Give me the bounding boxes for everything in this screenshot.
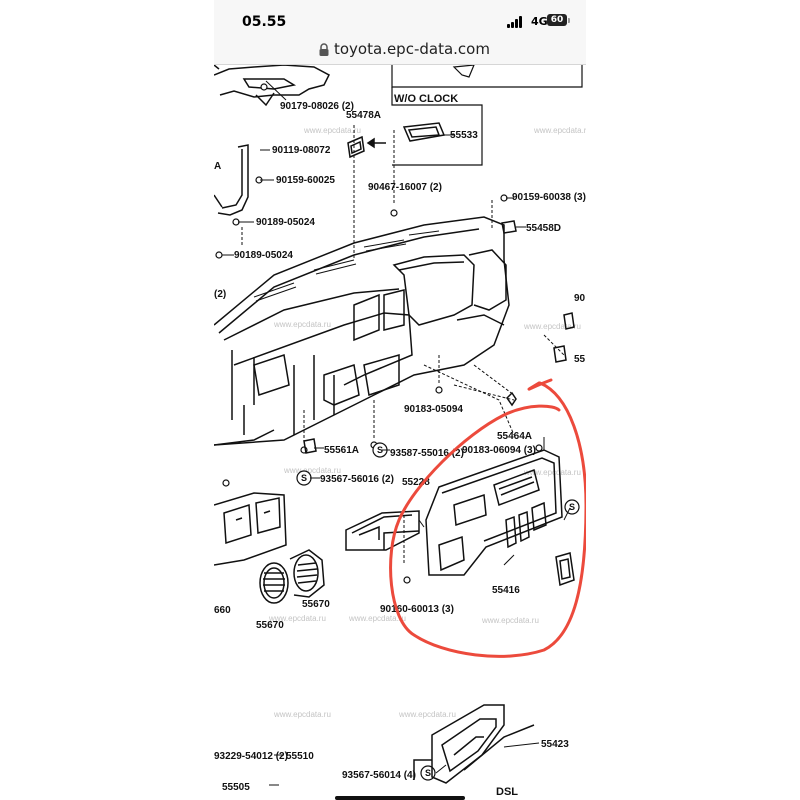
top-left-bracket <box>214 65 330 107</box>
part-label: 90159-60025 <box>276 175 335 186</box>
part-label: 93229-54012 (2) <box>214 751 288 762</box>
part-label: 90179-08026 (2) <box>280 101 354 112</box>
part-55561A-graphic <box>303 438 317 454</box>
part-label: 90119-08072 <box>272 145 331 156</box>
leader-lines <box>241 125 565 565</box>
part-label: 90 <box>574 293 586 304</box>
variant-label: W/O CLOCK <box>394 93 458 105</box>
part-55478A-graphic <box>347 135 386 159</box>
watermark: www.epcdata.ru <box>268 614 326 623</box>
part-label: 55 <box>574 354 586 365</box>
status-time: 05.55 <box>242 14 287 30</box>
status-bar: 05.55 4G 60 <box>214 0 586 36</box>
network-type: 4G <box>531 15 548 28</box>
part-labels: 90179-08026 (2) 55478A 55533 W/O CLOCK A… <box>214 93 586 798</box>
part-label: 55533 <box>450 130 478 141</box>
watermark: www.epcdata.ru <box>481 616 539 625</box>
left-switch-panel <box>214 492 287 566</box>
part-label: 90183-06094 (3) <box>462 445 536 456</box>
part-label: 90160-60013 (3) <box>380 604 454 615</box>
part-label: 55416 <box>492 585 520 596</box>
part-label: 55670 <box>302 599 330 610</box>
right-clips <box>553 312 575 363</box>
part-label: 55505 <box>222 782 250 793</box>
watermark: www.epcdata.ru <box>303 126 361 135</box>
fasteners <box>215 83 543 584</box>
watermark: www.epcdata.ru <box>523 322 581 331</box>
part-label: 55478A <box>346 110 381 121</box>
watermark: www.epcdata.ru <box>273 710 331 719</box>
battery-icon: 60 <box>547 14 567 26</box>
s-marker: S <box>425 768 431 778</box>
address-bar[interactable]: toyota.epc-data.com <box>214 36 586 65</box>
part-label: 660 <box>214 605 231 616</box>
callout-lines <box>222 80 571 786</box>
part-label: 93567-56016 (2) <box>320 474 394 485</box>
part-label: 55510 <box>286 751 314 762</box>
part-label: 55670 <box>256 620 284 631</box>
part-55458D-graphic <box>501 220 517 234</box>
part-55533-graphic <box>402 122 446 142</box>
part-label: 93587-55016 (2) <box>390 448 464 459</box>
parts-diagram: www.epcdata.ru www.epcdata.ru www.epcdat… <box>214 65 586 798</box>
s-markers: S S S S <box>296 442 580 781</box>
watermark: www.epcdata.ru <box>523 468 581 477</box>
watermark: www.epcdata.ru <box>273 320 331 329</box>
part-55423-graphic <box>413 704 535 784</box>
watermarks: www.epcdata.ru www.epcdata.ru www.epcdat… <box>268 126 586 719</box>
battery-tip <box>568 18 570 23</box>
signal-icon <box>507 16 527 28</box>
part-label: 90189-05024 <box>234 250 293 261</box>
part-label: 90159-60038 (3) <box>512 192 586 203</box>
s-marker: S <box>569 502 575 512</box>
dashboard-vents <box>253 230 440 302</box>
part-label: (2) <box>214 289 226 300</box>
watermark: www.epcdata.ru <box>348 614 406 623</box>
part-label: A <box>214 161 221 172</box>
part-55416-side-clip <box>555 552 575 587</box>
s-marker: S <box>377 445 383 455</box>
round-vents <box>259 549 325 604</box>
dsl-label: DSL <box>496 786 518 798</box>
s-marker: S <box>301 473 307 483</box>
part-label: 93567-56014 (4) <box>342 770 416 781</box>
watermark: www.epcdata.ru <box>283 466 341 475</box>
url-text[interactable]: toyota.epc-data.com <box>334 40 490 58</box>
red-circle-annotation <box>389 378 586 658</box>
part-55464A-graphic <box>506 391 517 407</box>
part-label: 55423 <box>541 739 569 750</box>
home-indicator[interactable] <box>335 796 465 800</box>
watermark: www.epcdata.ru <box>398 710 456 719</box>
part-label: 55561A <box>324 445 359 456</box>
part-label: 55458D <box>526 223 561 234</box>
part-label: 55464A <box>497 431 532 442</box>
part-label: 55228 <box>402 477 430 488</box>
watermark: www.epcdata.ru <box>533 126 586 135</box>
lock-icon <box>319 43 329 56</box>
left-bracket <box>214 144 249 216</box>
part-55416-graphic <box>425 449 563 576</box>
part-55228-graphic <box>345 510 420 551</box>
w-o-clock-frame <box>391 65 583 166</box>
part-label: 90183-05094 <box>404 404 463 415</box>
part-label: 90467-16007 (2) <box>368 182 442 193</box>
parts-diagram-viewport[interactable]: www.epcdata.ru www.epcdata.ru www.epcdat… <box>214 65 586 800</box>
part-label: 90189-05024 <box>256 217 315 228</box>
